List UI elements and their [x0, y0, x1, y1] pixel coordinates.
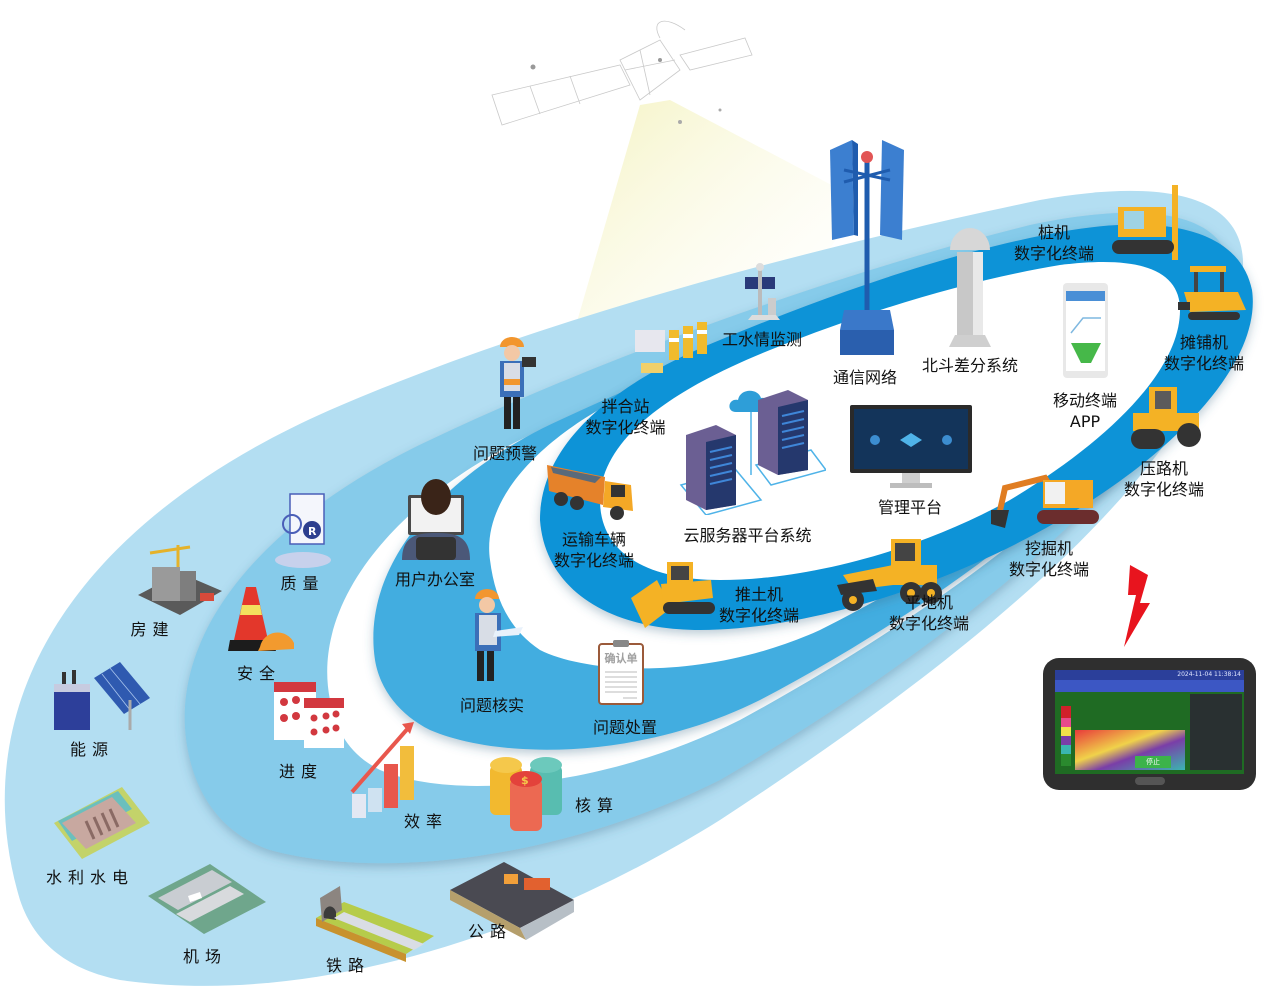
gnss-base-station-icon	[949, 228, 991, 347]
equipment-grader-name: 平地机	[904, 593, 953, 612]
excavator-icon	[991, 474, 1099, 528]
grader-icon	[837, 539, 942, 611]
office-user-icon	[402, 479, 470, 560]
management-platform-label: 管理平台	[877, 498, 942, 517]
paver-icon	[1178, 266, 1246, 320]
equipment-mixing-plant-name: 拌合站	[601, 397, 650, 416]
cloud-server-label: 云服务器平台系统	[683, 526, 812, 545]
equipment-paver-suffix: 数字化终端	[1163, 354, 1244, 373]
industry-highway-label: 公路	[467, 922, 512, 941]
solar-substation-icon	[54, 662, 150, 730]
antenna-tower-icon	[830, 140, 904, 355]
tablet-toolbar	[1055, 680, 1244, 692]
weather-station-icon	[745, 263, 780, 320]
bulldozer-icon	[631, 562, 715, 628]
comm-network-label: 通信网络	[832, 368, 897, 387]
equipment-excavator-name: 挖掘机	[1024, 539, 1073, 558]
industry-airport-label: 机场	[182, 947, 227, 966]
clipboard-icon: 确认单	[597, 640, 645, 706]
tablet-screen: 2024-11-04 11:38:14 停止	[1055, 670, 1244, 774]
clipboard-title: 确认单	[604, 652, 638, 665]
workflow-warning-label: 问题预警	[472, 444, 537, 463]
tablet-logo	[1135, 777, 1165, 785]
equipment-pile-driver-name: 桩机	[1037, 223, 1070, 242]
beidou-label: 北斗差分系统	[921, 356, 1018, 375]
road-roller-icon	[1131, 387, 1201, 449]
industry-building-label: 房建	[130, 620, 175, 639]
cloud-server-icon	[679, 390, 826, 515]
equipment-bulldozer-name: 推土机	[734, 585, 783, 604]
mixing-plant-icon	[635, 322, 707, 373]
equipment-mixing-plant-suffix: 数字化终端	[585, 418, 666, 437]
industry-energy-label: 能源	[69, 740, 114, 759]
tablet-legend	[1061, 706, 1071, 766]
traffic-cone-helmet-icon	[228, 587, 294, 651]
tablet-info-panel	[1190, 694, 1242, 770]
airport-runway-icon	[148, 864, 266, 934]
monitor-icon	[850, 405, 972, 488]
equipment-excavator-suffix: 数字化终端	[1008, 560, 1089, 579]
coin-stack-icon: $	[490, 757, 562, 831]
smartphone-icon	[1063, 283, 1108, 378]
tablet-datetime: 2024-11-04 11:38:14	[1055, 670, 1244, 680]
worker-tablet-icon	[475, 589, 523, 681]
equipment-dump-truck-suffix: 数字化终端	[553, 551, 634, 570]
aspect-accounting-label: 核算	[574, 796, 619, 815]
mobile-app-label-line2: APP	[1069, 412, 1101, 431]
tablet-stop-button[interactable]: 停止	[1135, 756, 1171, 768]
workflow-dispose-label: 问题处置	[592, 718, 657, 737]
highway-paving-icon	[450, 862, 574, 940]
workflow-verify-label: 问题核实	[459, 696, 524, 715]
dam-icon	[54, 787, 150, 859]
calendar-icon	[274, 682, 344, 748]
comm-network-node	[822, 140, 912, 360]
equipment-dump-truck-name: 运输车辆	[561, 530, 626, 549]
building-construction-icon	[138, 545, 222, 615]
svg-text:R: R	[308, 525, 317, 538]
equipment-road-roller-suffix: 数字化终端	[1123, 480, 1204, 499]
equipment-grader-suffix: 数字化终端	[888, 614, 969, 633]
industry-hydro-label: 水利水电	[45, 868, 134, 887]
equipment-paver-name: 摊铺机	[1179, 333, 1228, 352]
svg-text:$: $	[521, 774, 529, 787]
aspect-efficiency-label: 效率	[403, 812, 448, 831]
pile-driver-icon	[1112, 185, 1178, 260]
equipment-bulldozer-suffix: 数字化终端	[718, 606, 799, 625]
worker-megaphone-icon	[500, 337, 536, 429]
hydro-monitor-label: 工水情监测	[721, 330, 802, 349]
dump-truck-icon	[547, 465, 633, 520]
satellite-icon	[491, 20, 753, 126]
bar-growth-icon	[350, 722, 414, 818]
mobile-app-label-line1: 移动终端	[1052, 391, 1117, 410]
aspect-safety-label: 安全	[236, 664, 281, 683]
quality-report-icon: R	[275, 493, 331, 568]
industry-railway-label: 铁路	[325, 956, 370, 975]
workflow-office-label: 用户办公室	[394, 570, 475, 589]
aspect-progress-label: 进度	[278, 762, 323, 781]
aspect-quality-label: 质量	[280, 574, 325, 593]
lightning-icon	[1124, 565, 1150, 647]
rugged-tablet-icon: 2024-11-04 11:38:14 停止	[1043, 658, 1256, 790]
equipment-road-roller-name: 压路机	[1139, 459, 1188, 478]
equipment-pile-driver-suffix: 数字化终端	[1013, 244, 1094, 263]
railway-tunnel-icon	[316, 886, 434, 962]
